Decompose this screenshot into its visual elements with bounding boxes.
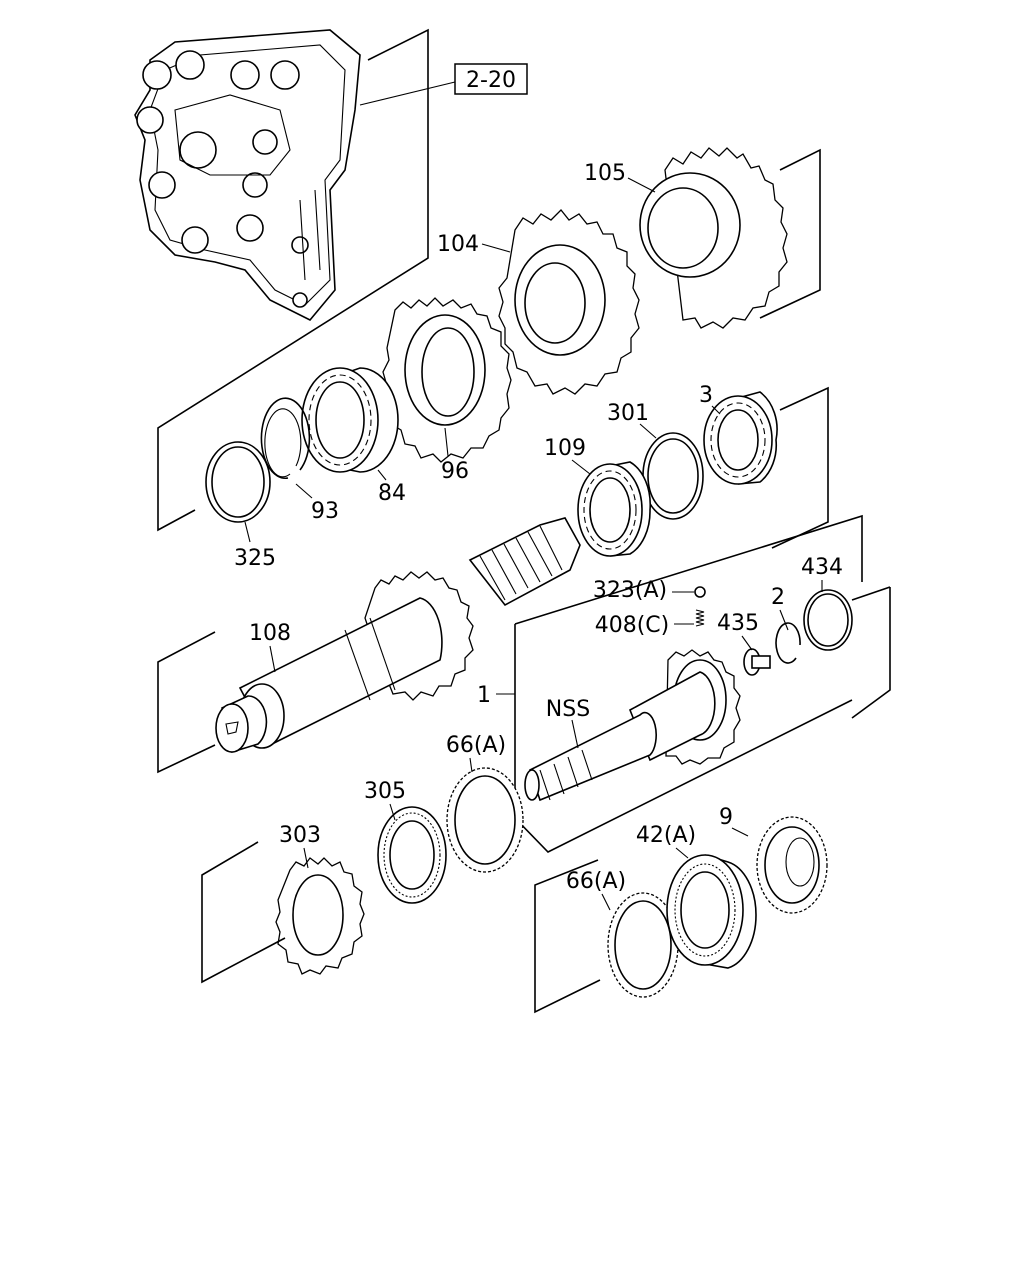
snap-ring-2 [775,622,801,664]
assembly-frame [514,514,891,853]
ring-301 [642,432,704,520]
ring-305 [377,806,447,904]
snap-ring-93 [260,397,311,480]
label-323a: 323(A) [593,578,667,603]
reference-label: 2-20 [466,68,516,93]
housing-leader [359,81,456,106]
synchro-ring-66a-top [446,767,524,873]
gear-96 [382,297,512,463]
label-303: 303 [279,823,321,848]
synchro-ring-66a-bottom [607,892,679,998]
ring-434 [803,589,853,651]
label-42a: 42(A) [636,823,696,848]
label-84: 84 [378,481,406,506]
label-93: 93 [311,499,339,524]
synchro-hub-assembly [524,649,741,802]
shaft-108 [215,517,581,754]
bearing-84 [301,367,399,473]
label-325: 325 [234,546,276,571]
ring-325 [205,441,271,523]
bearing-109 [577,461,652,557]
synchro-cone-9 [756,816,828,914]
label-305: 305 [364,779,406,804]
label-108: 108 [249,621,291,646]
transmission-housing [134,28,456,532]
gear-303 [275,857,365,975]
label-434: 434 [801,555,843,580]
bottom-group-frame [534,859,601,1014]
label-109: 109 [544,436,586,461]
label-nss: NSS [546,697,590,722]
label-435: 435 [717,611,759,636]
bearing-3 [703,391,778,485]
sleeve-42a [666,854,757,969]
label-408c: 408(C) [595,613,670,638]
label-2: 2 [771,585,785,610]
label-66a-top: 66(A) [446,733,506,758]
label-96: 96 [441,459,469,484]
gear-105 [639,147,788,329]
gear-104 [498,209,640,395]
plug-435 [743,648,771,676]
label-66a-bottom: 66(A) [566,869,626,894]
label-105: 105 [584,161,626,186]
detent-ball-323a [694,586,706,598]
label-301: 301 [607,401,649,426]
label-3: 3 [699,383,713,408]
label-9: 9 [719,805,733,830]
spring-408c [695,609,705,627]
reference-box [454,63,528,95]
label-104: 104 [437,232,479,257]
label-1: 1 [477,683,491,708]
